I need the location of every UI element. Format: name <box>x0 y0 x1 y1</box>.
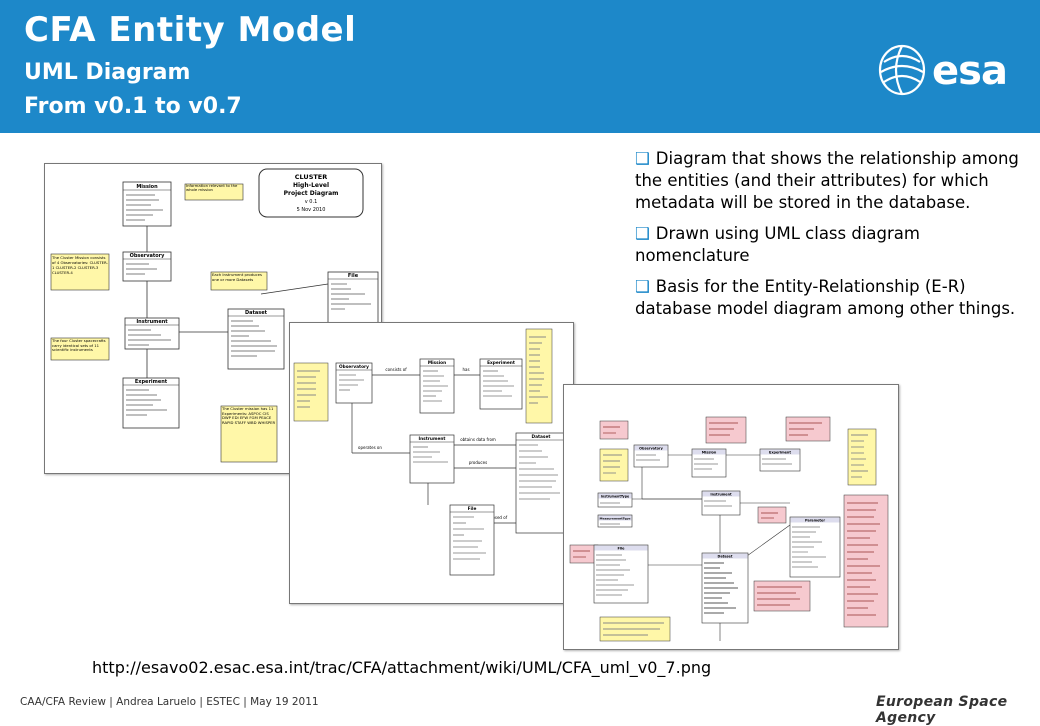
class-instrument: Instrument <box>136 319 168 325</box>
relation-label: has <box>462 367 469 372</box>
note-instrument: Each Instrument produces one or more Dat… <box>212 273 262 282</box>
class-experiment: Experiment <box>135 379 168 385</box>
checkbox-bullet-icon: ❑ <box>635 277 650 296</box>
note-cluster-values <box>599 448 629 482</box>
uml-diagram-intermediate: consists of has operates on obtains data… <box>289 322 574 604</box>
slide-title: CFA Entity Model <box>24 10 357 50</box>
bullet-list: ❑Diagram that shows the relationship amo… <box>635 148 1030 329</box>
note-cluster-values <box>293 362 329 422</box>
note-spacecraft: The four Cluster spacecrafts carry ident… <box>52 339 106 353</box>
class-instrument: Instrument <box>710 493 732 497</box>
class-dataset: Dataset <box>718 555 733 559</box>
bullet-item: ❑Diagram that shows the relationship amo… <box>635 149 1019 212</box>
class-file: File <box>348 273 359 279</box>
note-mission: Information relevant to the whole missio… <box>186 184 238 193</box>
class-experiment: Experiment <box>487 360 515 366</box>
note-experiment-values <box>525 328 553 424</box>
class-observatory: Observatory <box>339 364 369 370</box>
bullet-item: ❑Drawn using UML class diagram nomenclat… <box>635 224 920 265</box>
relation-label: obtains data from <box>460 437 496 442</box>
note-removed <box>757 506 787 524</box>
uml-diagram-v07: Observatory Mission Experiment Instrumen… <box>563 384 899 650</box>
note-removed <box>705 416 747 444</box>
class-mission: Mission <box>702 451 717 455</box>
note-cluster-mission: The Cluster Mission consists of 4 Observ… <box>52 255 108 275</box>
diagram-title-line: v 0.1 <box>305 199 318 205</box>
esa-logo: esa <box>878 44 1008 96</box>
diagram-title-line: High-Level <box>293 182 329 189</box>
diagram-title-line: Project Diagram <box>284 190 339 197</box>
class-parameter: Parameter <box>805 519 825 523</box>
footer-text: CAA/CFA Review | Andrea Laruelo | ESTEC … <box>20 696 319 708</box>
checkbox-bullet-icon: ❑ <box>635 149 650 168</box>
relation-label: consists of <box>385 367 407 372</box>
slide-subtitle-2: From v0.1 to v0.7 <box>24 94 242 119</box>
source-url[interactable]: http://esavo02.esac.esa.int/trac/CFA/att… <box>92 658 712 677</box>
class-instrument-type: InstrumentType <box>601 495 629 499</box>
header-banner: CFA Entity Model UML Diagram From v0.1 t… <box>0 0 1040 133</box>
footer-agency-name: European Space Agency <box>876 694 1008 726</box>
diagram-title-line: 5 Nov 2010 <box>297 207 326 213</box>
note-experiment-values <box>847 428 877 486</box>
class-measurement-type: MeasurementType <box>599 517 630 521</box>
note-removed <box>843 494 889 628</box>
class-observatory: Observatory <box>130 253 166 259</box>
bullet-item: ❑Basis for the Entity-Relationship (E-R)… <box>635 277 1016 318</box>
class-file: File <box>618 547 626 551</box>
class-file: File <box>468 506 477 512</box>
class-experiment: Experiment <box>769 451 791 455</box>
note-experiments: The Cluster mission has 11 Experiments: … <box>222 407 276 425</box>
class-dataset: Dataset <box>245 310 268 316</box>
svg-text:esa: esa <box>932 48 1007 94</box>
note-removed <box>599 420 629 440</box>
relation-label: produces <box>469 460 487 465</box>
class-instrument: Instrument <box>419 436 446 442</box>
note-removed <box>753 580 811 612</box>
checkbox-bullet-icon: ❑ <box>635 224 650 243</box>
diagram-title-line: CLUSTER <box>295 173 328 181</box>
class-dataset: Dataset <box>532 434 551 440</box>
slide-subtitle-1: UML Diagram <box>24 60 191 85</box>
relation-label: operates on <box>358 445 382 450</box>
class-observatory: Observatory <box>639 447 663 451</box>
class-mission: Mission <box>428 360 446 366</box>
class-mission: Mission <box>136 184 158 190</box>
